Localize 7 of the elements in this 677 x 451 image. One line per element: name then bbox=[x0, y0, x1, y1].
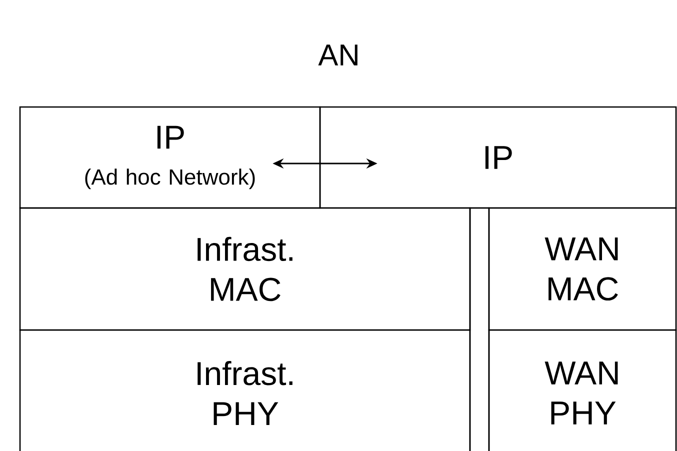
layer-box: Infrast. MAC bbox=[19, 207, 471, 331]
layer-box: WAN PHY bbox=[488, 329, 677, 451]
layer-box: IP (Ad hoc Network) bbox=[19, 106, 321, 209]
title: AN bbox=[318, 44, 358, 66]
layer-box: Infrast. PHY bbox=[19, 329, 471, 451]
layer-box: WAN MAC bbox=[488, 207, 677, 331]
layer-box: IP bbox=[319, 106, 677, 209]
